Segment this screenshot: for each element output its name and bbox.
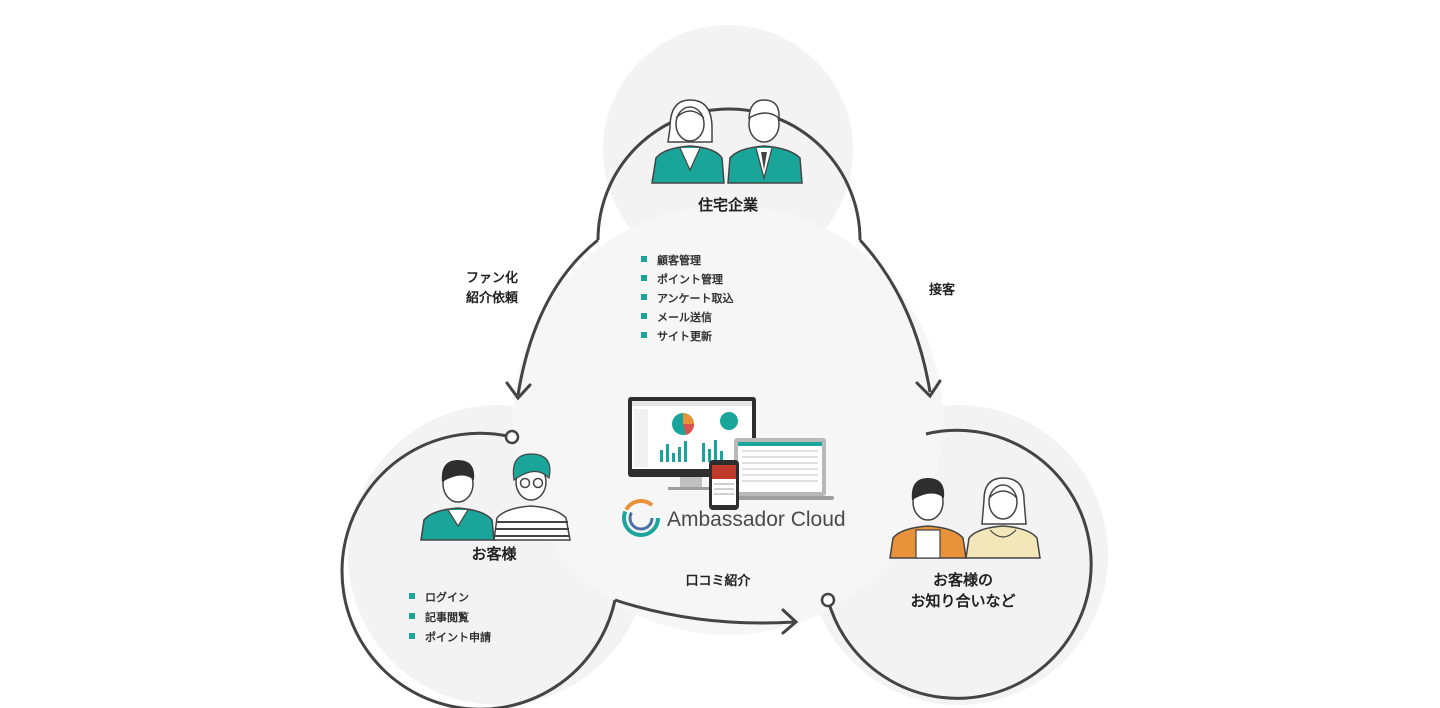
arrow-top-to-right	[858, 238, 942, 399]
customers-icon	[420, 453, 571, 541]
ambassador-cloud-logo-icon	[622, 499, 660, 537]
list-item: メール送信	[657, 310, 712, 324]
edge-label-referral-request: 紹介依頼	[466, 290, 519, 306]
product-name: Ambassador Cloud	[667, 508, 846, 531]
list-item: ポイント申請	[425, 630, 491, 644]
list-item: アンケート取込	[657, 291, 734, 305]
left-node-circle	[340, 429, 617, 708]
acquaintances-icon	[889, 477, 1041, 559]
arrow-top-to-left	[505, 238, 599, 401]
edge-label-word-of-mouth: 口コミ紹介	[685, 573, 751, 589]
right-node-endpoint	[820, 592, 836, 608]
list-item: サイト更新	[657, 329, 712, 343]
edge-label-service: 接客	[929, 282, 956, 298]
arrow-left-to-right	[614, 598, 799, 635]
top-node-label: 住宅企業	[698, 196, 759, 214]
left-node-label: お客様	[471, 545, 517, 563]
bullet-icon	[409, 633, 415, 639]
list-item: 顧客管理	[657, 253, 701, 267]
dashboard-devices-icon	[628, 397, 834, 510]
bullet-icon	[409, 613, 415, 619]
bullet-icon	[641, 332, 647, 338]
bullet-icon	[409, 593, 415, 599]
business-people-icon	[651, 99, 803, 184]
bullet-icon	[641, 313, 647, 319]
list-item: ログイン	[425, 590, 469, 604]
list-item: 記事閲覧	[425, 610, 469, 624]
right-node-label-line1: お客様の	[933, 571, 993, 589]
left-feature-list: ログイン 記事閲覧 ポイント申請	[409, 590, 491, 644]
bullet-icon	[641, 275, 647, 281]
right-node-label-line2: お知り合いなど	[910, 592, 1015, 610]
right-node-circle	[820, 428, 1093, 700]
top-feature-list: 顧客管理 ポイント管理 アンケート取込 メール送信 サイト更新	[641, 253, 734, 343]
list-item: ポイント管理	[657, 272, 723, 286]
top-node-circle	[596, 107, 862, 241]
bullet-icon	[641, 256, 647, 262]
left-node-endpoint	[504, 429, 520, 445]
edge-label-fan: ファン化	[466, 270, 518, 286]
bullet-icon	[641, 294, 647, 300]
